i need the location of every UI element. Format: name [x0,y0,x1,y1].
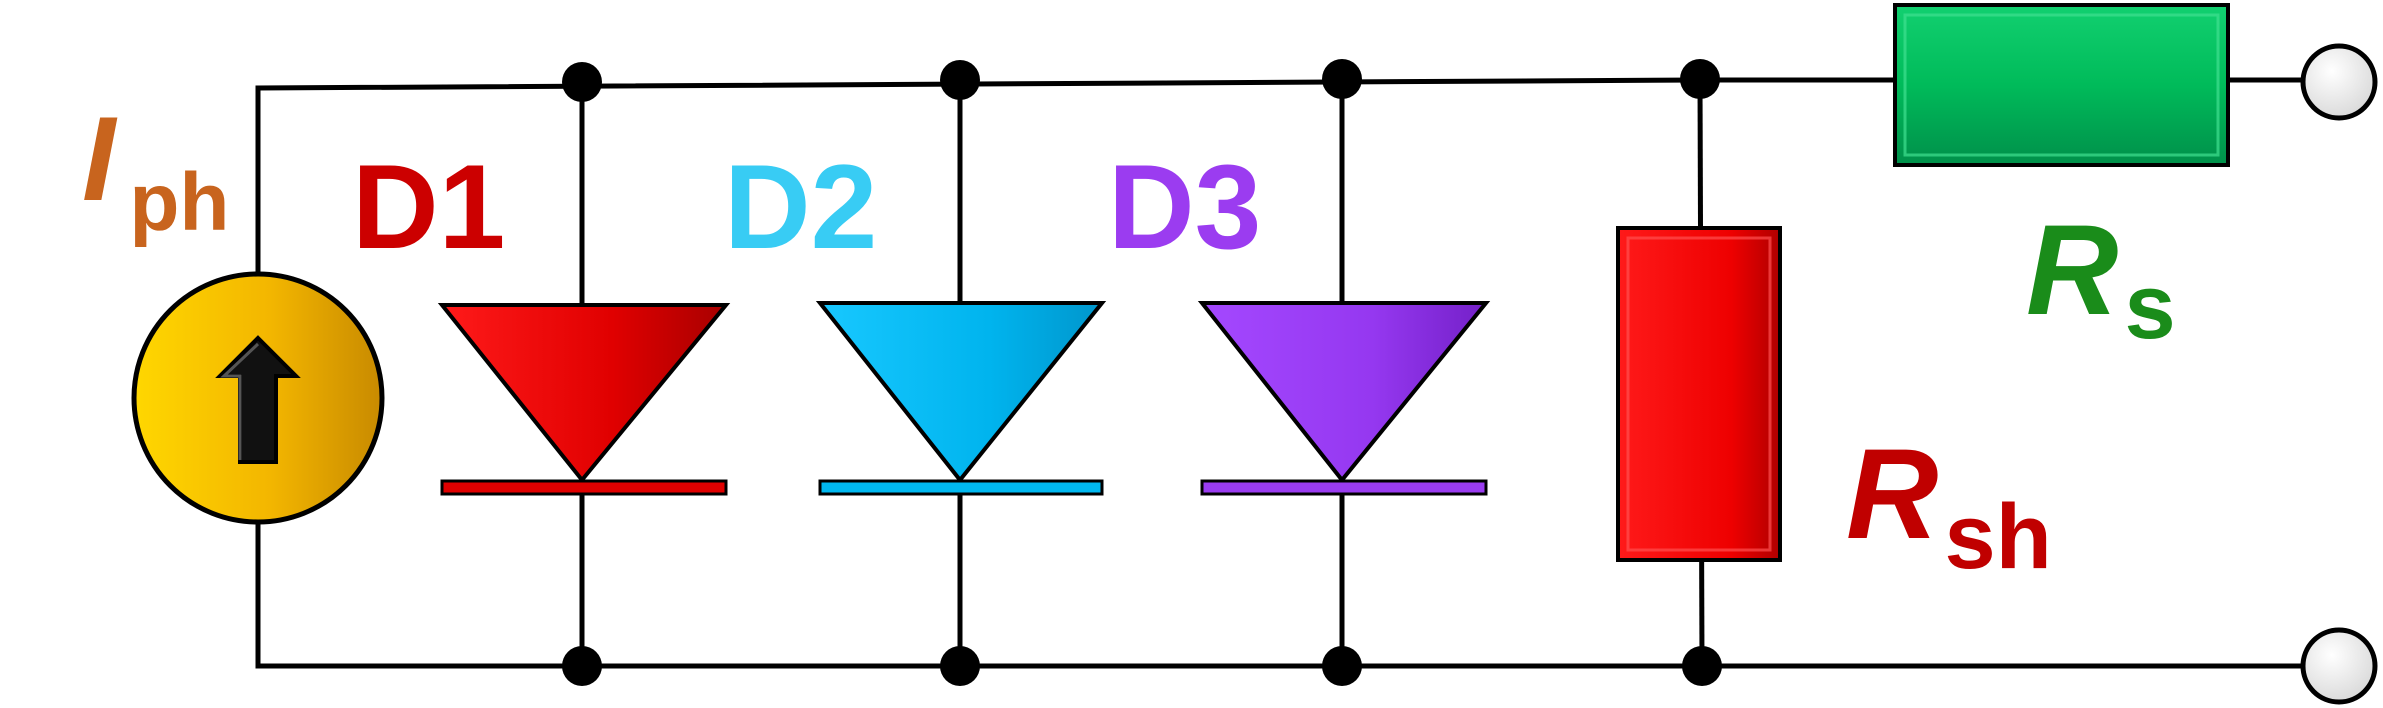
junction-dot [562,646,602,686]
arrow-up-icon-highlight [220,342,260,460]
diode-d2-bar [818,479,1104,496]
current-source [131,271,385,525]
d1-label: D1 [352,140,505,274]
junction-dot [940,646,980,686]
diode-d3-triangle [1197,301,1491,484]
output-terminal-bottom [2300,627,2378,705]
junction-dot [940,60,980,100]
d2-label: D2 [724,140,877,274]
resistor-rs-body [1893,3,2230,167]
diode-d1-triangle [437,303,731,484]
diode-d3 [1197,301,1491,496]
resistor-rsh-body [1616,226,1782,562]
rsh-label: Rsh [1846,423,2052,588]
resistor-rs-bevel [1903,13,2220,157]
resistor-rsh-bevel [1626,236,1772,552]
junction-dot [1682,646,1722,686]
diode-d2-triangle [815,301,1107,484]
junction-dot [1680,59,1720,99]
d3-label: D3 [1108,140,1261,274]
junction-dot [1322,646,1362,686]
diode-d1-bar [440,479,728,496]
junction-dot [1322,59,1362,99]
diode-d3-bar [1200,479,1488,496]
resistor-rs [1893,3,2230,167]
diode-d2 [815,301,1107,496]
resistor-rsh [1616,226,1782,562]
junction-nodes [562,59,1722,686]
junction-dot [562,62,602,102]
rs-label: Rs [2026,199,2176,358]
diode-d1 [437,303,731,496]
output-terminal-top [2300,43,2378,121]
